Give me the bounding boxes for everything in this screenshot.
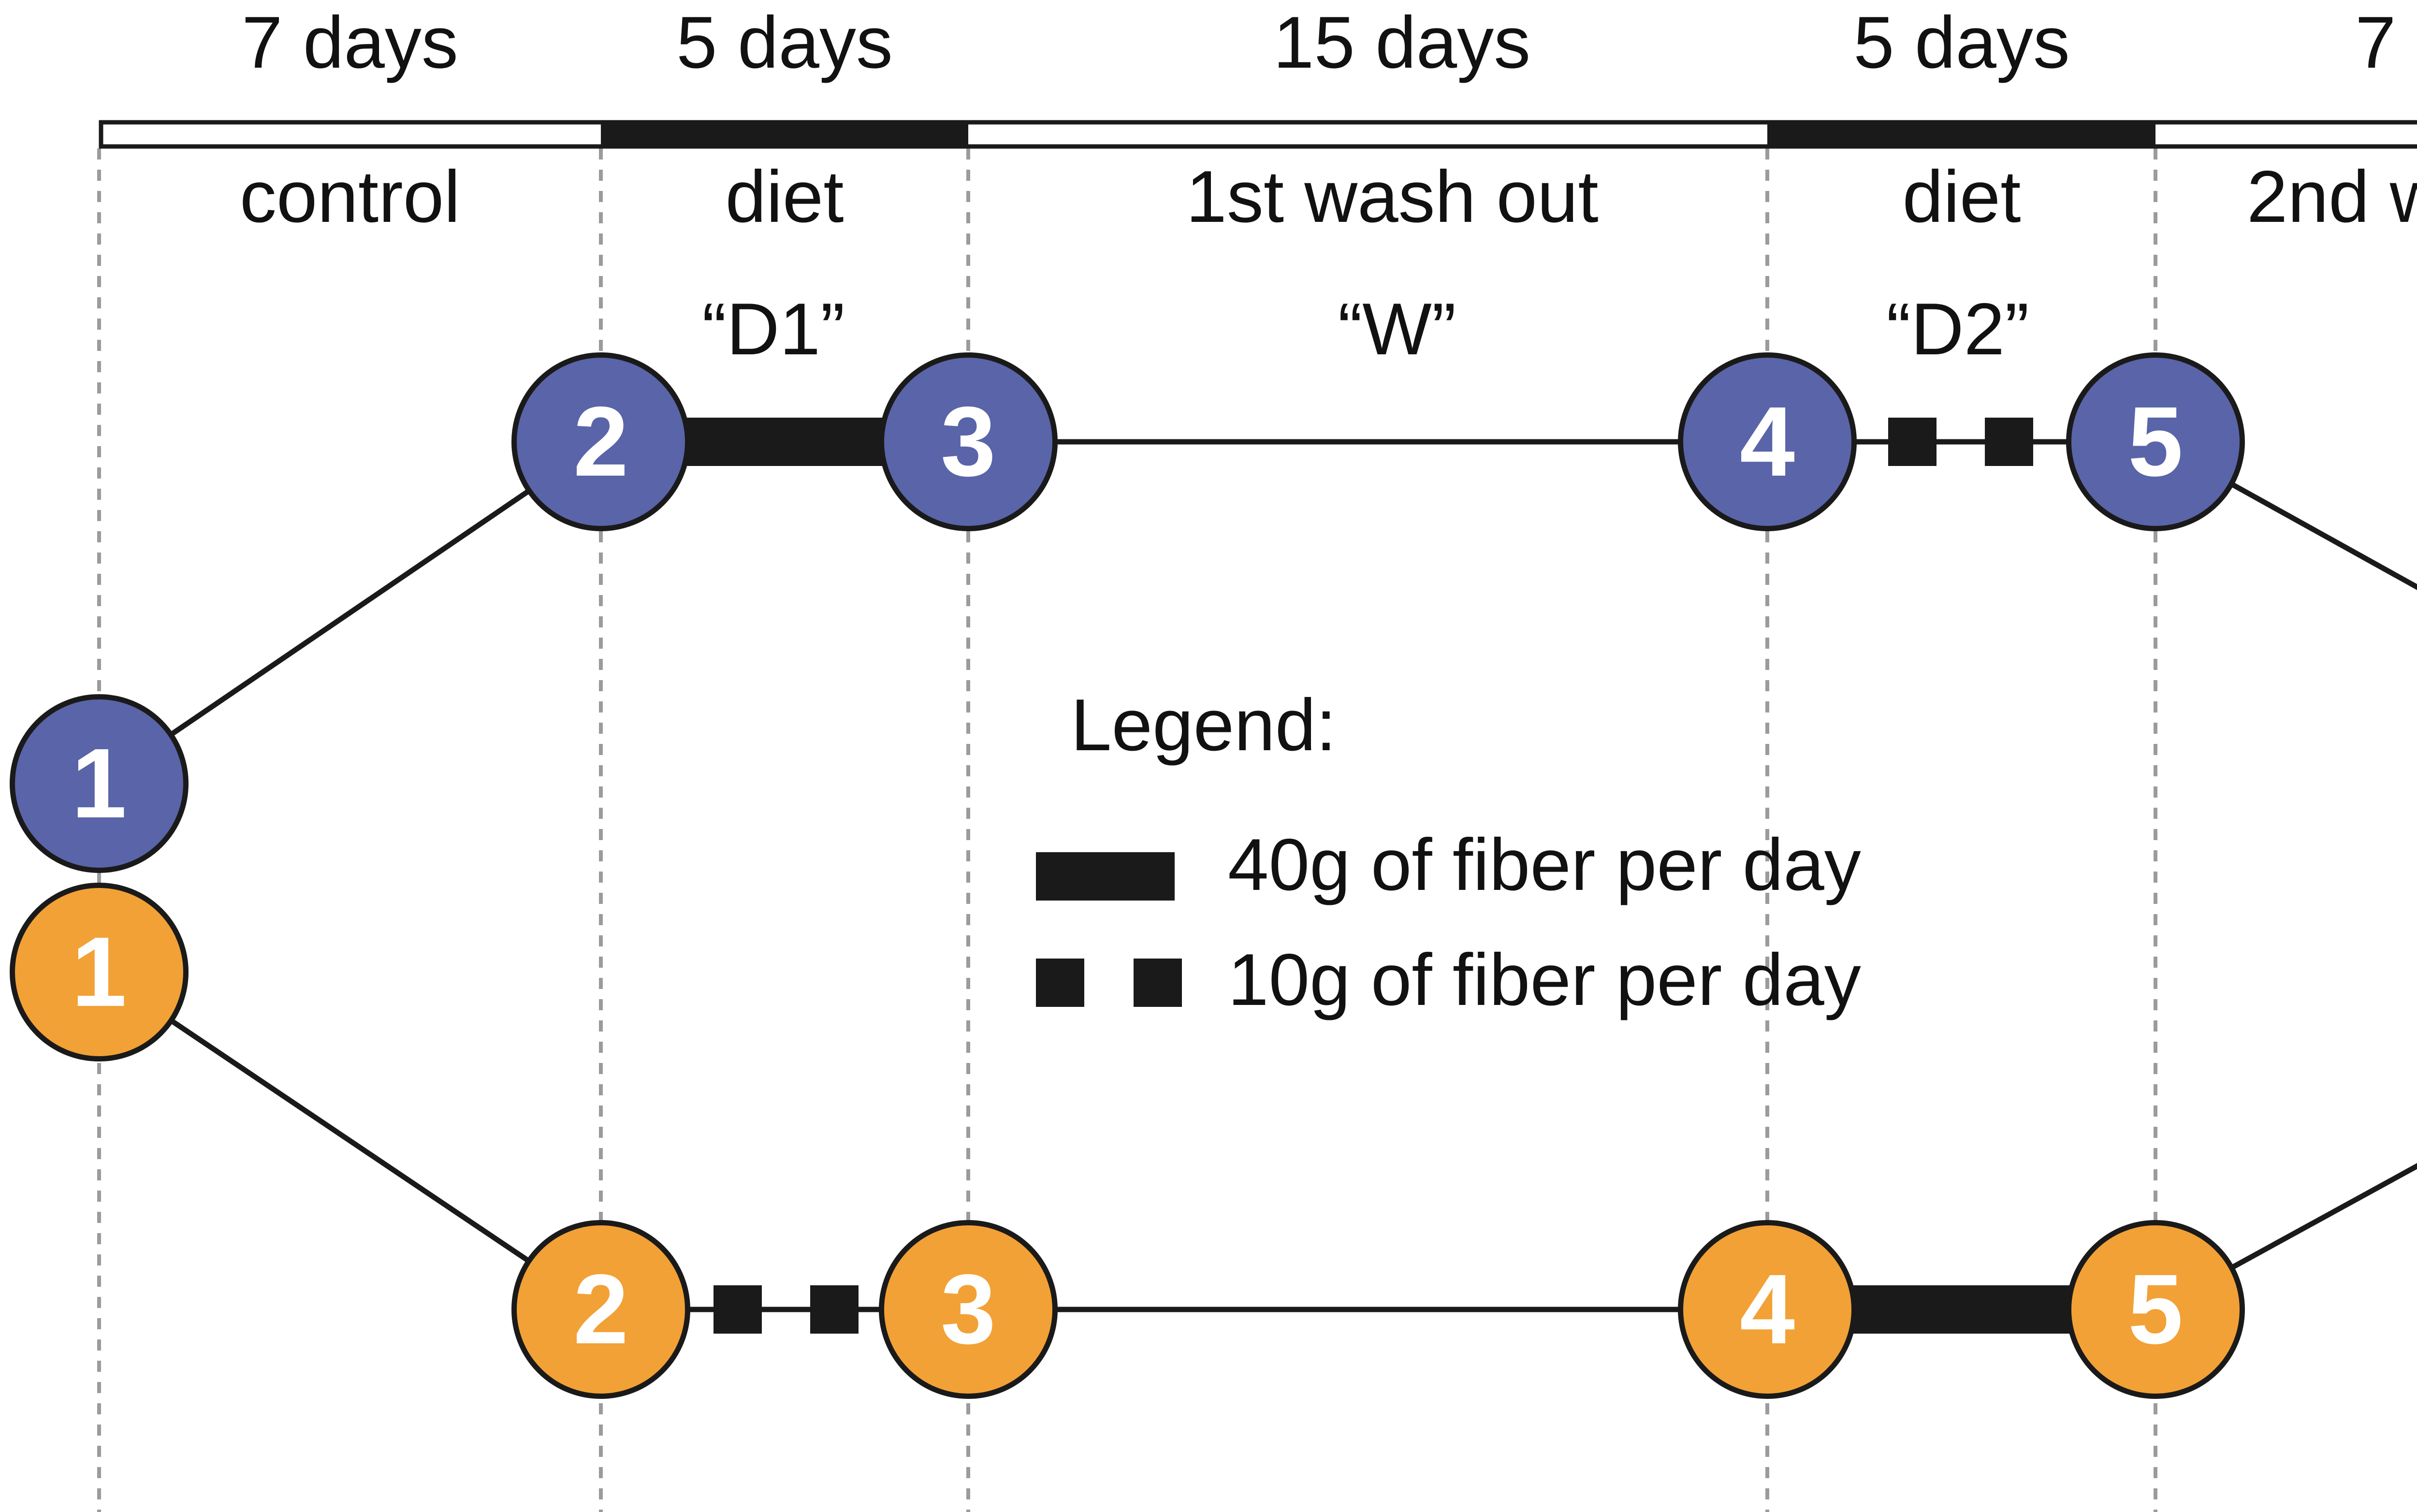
phase-code-d2: “D2” [1886,288,2029,370]
diet1-bar-segment [601,120,968,148]
visit-circle-orange-1: 1 [10,883,189,1061]
phase-label-control: control [239,156,461,238]
fiber10-square-orange-2 [810,1285,859,1334]
visit-circle-orange-5: 5 [2066,1220,2245,1399]
duration-label-diet2: 5 days [1853,1,2070,84]
duration-label-washout1: 15 days [1273,1,1531,84]
legend-title: Legend: [1071,684,1337,766]
connector-orange-5-6 [2154,1163,2417,1312]
visit-circle-blue-4: 4 [1678,352,1857,531]
visit-circle-blue-2: 2 [511,352,690,531]
duration-label-diet1: 5 days [676,1,893,84]
connector-orange-1-2 [97,970,603,1312]
connector-blue-5-6 [2154,439,2417,590]
fiber10-square-blue-1 [1888,418,1937,466]
legend-40g-swatch [1036,852,1175,901]
visit-circle-orange-3: 3 [879,1220,1058,1399]
duration-label-control: 7 days [242,1,458,84]
legend-10g-swatch-2 [1134,959,1182,1007]
phase-label-diet1: diet [725,156,844,238]
fiber10-square-blue-2 [1985,418,2033,466]
phase-label-washout1: 1st wash out [1186,156,1599,238]
visit-circle-orange-2: 2 [511,1220,690,1399]
phase-code-d1: “D1” [702,288,845,370]
visit-circle-blue-3: 3 [879,352,1058,531]
legend-10g-label: 10g of fiber per day [1228,939,1861,1021]
visit-circle-blue-1: 1 [10,694,189,873]
phase-label-diet2: diet [1902,156,2021,238]
visit-circle-blue-5: 5 [2066,352,2245,531]
legend-10g-swatch-1 [1036,959,1084,1007]
legend-40g-label: 40g of fiber per day [1228,824,1861,906]
phase-code-w: “W” [1338,288,1456,370]
visit-circle-orange-4: 4 [1678,1220,1857,1399]
duration-label-washout2: 7 days [2355,1,2417,84]
diet2-bar-segment [1767,120,2155,148]
fiber10-square-orange-1 [713,1285,762,1334]
connector-blue-1-2 [97,439,603,786]
phase-label-washout2: 2nd wash out [2246,156,2417,238]
